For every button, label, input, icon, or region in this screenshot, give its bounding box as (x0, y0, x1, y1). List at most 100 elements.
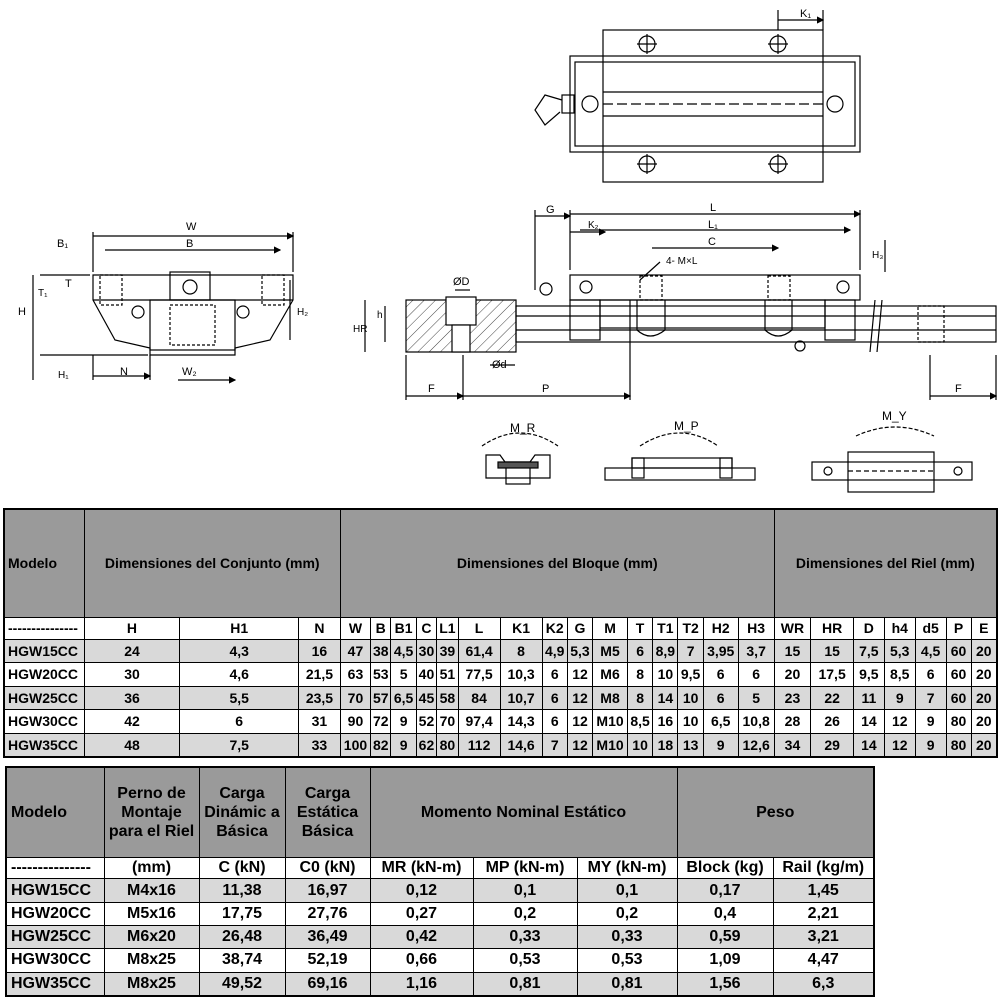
value-cell: 58 (436, 685, 459, 711)
subheader-cell: WR (773, 616, 812, 640)
value-cell: 20 (773, 662, 812, 687)
value-cell: 6 (626, 638, 654, 664)
value-cell: 11,38 (198, 878, 286, 903)
value-cell: 6 (541, 709, 568, 734)
subheader-cell: P (945, 616, 972, 640)
dim-label-l1: L₁ (708, 219, 718, 231)
value-cell: 10 (677, 685, 704, 711)
dim-label-f-left: F (428, 383, 435, 395)
moment-mr-diagram (481, 432, 559, 485)
value-cell: 80 (945, 732, 972, 758)
value-cell: 30 (415, 638, 438, 664)
value-cell: 0,27 (369, 901, 474, 927)
value-cell: 0,66 (369, 948, 474, 973)
moment-label-my: M_Y (882, 409, 907, 423)
dim-label-h1: H₁ (58, 370, 69, 381)
value-cell: 9,5 (852, 662, 885, 687)
value-cell: 0,33 (576, 925, 678, 950)
dim-label-t1: T₁ (38, 288, 48, 299)
value-cell: 27,76 (284, 901, 371, 927)
value-cell: 0,12 (369, 878, 474, 903)
value-cell: 9 (914, 732, 947, 758)
value-cell: 7 (914, 685, 947, 711)
value-cell: 14,6 (499, 732, 543, 758)
value-cell: 8 (499, 638, 543, 664)
value-cell: 7,5 (852, 638, 885, 664)
value-cell: 16,97 (284, 878, 371, 903)
dim-label-od-small: Ød (492, 359, 507, 371)
dim-label-g: G (546, 204, 555, 216)
subheader-cell: MP (kN-m) (472, 857, 578, 880)
subheader-cell: K2 (541, 616, 568, 640)
value-cell: 0,17 (676, 878, 774, 903)
moment-label-mp: M_P (674, 419, 699, 433)
value-cell: 0,53 (472, 948, 578, 973)
front-view-drawing (32, 232, 295, 384)
value-cell: 84 (457, 685, 501, 711)
value-cell: 9 (390, 732, 417, 758)
subheader-cell: MY (kN-m) (576, 857, 678, 880)
model-cell: HGW15CC (5, 878, 105, 903)
subheader-cell: T2 (677, 616, 704, 640)
value-cell: 57 (369, 685, 392, 711)
value-cell: 90 (339, 709, 372, 734)
dim-label-p: P (542, 383, 549, 395)
value-cell: 70 (339, 685, 372, 711)
subheader-cell: L (457, 616, 501, 640)
header-conjunto: Dimensiones del Conjunto (mm) (83, 508, 341, 618)
dim-label-w: W (186, 221, 197, 233)
value-cell: 14,3 (499, 709, 543, 734)
header-perno: Perno de Montaje para el Riel (103, 766, 200, 859)
value-cell: 3,21 (772, 925, 875, 950)
subheader-cell: HR (810, 616, 854, 640)
model-cell: HGW25CC (3, 685, 85, 711)
load-subheader-row: ---------------(mm)C (kN)C0 (kN)MR (kN-m… (5, 857, 875, 880)
value-cell: 8 (626, 685, 654, 711)
value-cell: 14 (652, 685, 679, 711)
dim-label-b1: B₁ (57, 238, 68, 250)
value-cell: 16 (652, 709, 679, 734)
value-cell: 12,6 (737, 732, 775, 758)
value-cell: 39 (436, 638, 459, 664)
value-cell: 0,42 (369, 925, 474, 950)
value-cell: 36,49 (284, 925, 371, 950)
value-cell: 24 (83, 638, 181, 664)
value-cell: 0,2 (472, 901, 578, 927)
dim-label-l: L (710, 202, 716, 214)
value-cell: 30 (83, 662, 181, 687)
moment-label-mr: M_R (510, 421, 536, 435)
dim-label-c: C (708, 236, 716, 248)
value-cell: 22 (810, 685, 854, 711)
value-cell: 6 (541, 685, 568, 711)
value-cell: 3,95 (702, 638, 739, 664)
model-cell: HGW20CC (3, 662, 85, 687)
header-riel: Dimensiones del Riel (mm) (773, 508, 998, 618)
value-cell: 53 (369, 662, 392, 687)
value-cell: M8x25 (103, 948, 200, 973)
value-cell: M5x16 (103, 901, 200, 927)
value-cell: 100 (339, 732, 372, 758)
value-cell: 61,4 (457, 638, 501, 664)
subheader-cell: E (970, 616, 998, 640)
subheader-cell: C (415, 616, 438, 640)
value-cell: 5 (737, 685, 775, 711)
subheader-cell: G (566, 616, 594, 640)
model-cell: HGW35CC (3, 732, 85, 758)
value-cell: 17,5 (810, 662, 854, 687)
value-cell: 7 (541, 732, 568, 758)
value-cell: 6,3 (772, 971, 875, 997)
value-cell: 10,8 (737, 709, 775, 734)
dim-label-f-right: F (955, 383, 962, 395)
dim-label-h3: H₃ (872, 250, 883, 261)
value-cell: 31 (297, 709, 341, 734)
header-modelo: Modelo (3, 508, 85, 618)
value-cell: 112 (457, 732, 501, 758)
value-cell: M10 (592, 709, 628, 734)
value-cell: 69,16 (284, 971, 371, 997)
moment-mp-diagram (604, 432, 756, 481)
value-cell: 0,53 (576, 948, 678, 973)
value-cell: 12 (883, 709, 916, 734)
value-cell: 9 (883, 685, 916, 711)
